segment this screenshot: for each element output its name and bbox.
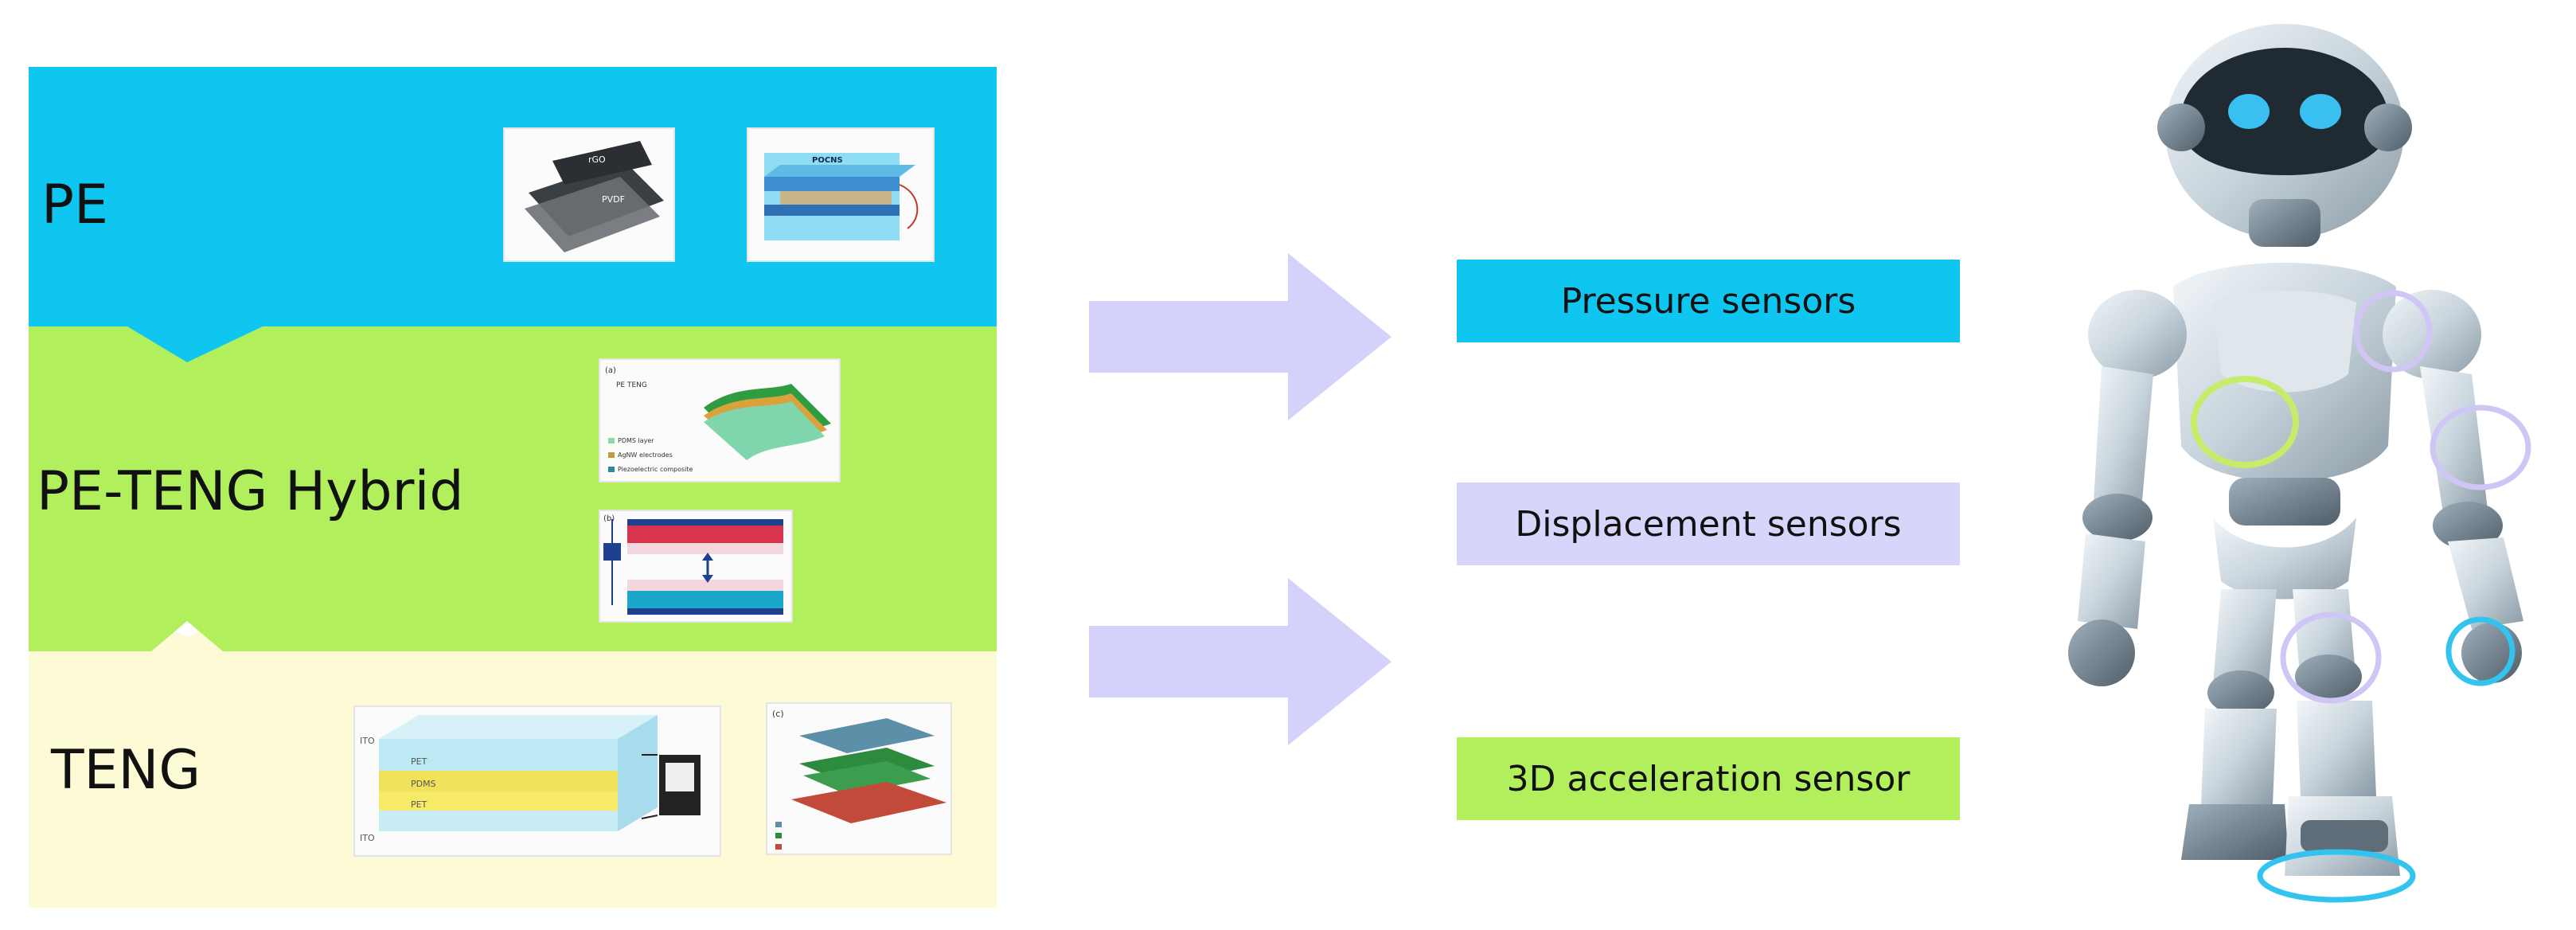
robot-right-leg: [2285, 589, 2400, 876]
sensor-ring-shoulder: [2353, 290, 2433, 373]
sensor-ring-wrist: [2445, 616, 2516, 686]
band-label-pe: PE: [41, 174, 108, 236]
humanoid-robot: [2068, 24, 2531, 903]
pe-device-image-2: POCNS: [747, 127, 935, 262]
hy2-tag: (b): [603, 514, 615, 523]
sensor-ring-chest: [2191, 376, 2299, 468]
sensor-ring-foot: [2257, 849, 2416, 903]
robot-left-arm: [2068, 290, 2187, 686]
robot-right-arm: [2383, 290, 2523, 683]
robot-torso: [2173, 263, 2396, 600]
band-label-teng: TENG: [51, 739, 201, 802]
sensor-label-pressure: Pressure sensors: [1560, 280, 1856, 322]
pe2-label-a: POCNS: [812, 156, 843, 165]
teng-device-image-2: (c): [766, 702, 952, 855]
teng1-layer-1: ITO: [360, 736, 375, 746]
hy1-legend-3: Piezoelectric composite: [618, 466, 693, 473]
pe-device-image-1: rGO PVDF: [503, 127, 675, 262]
sensor-box-pressure: Pressure sensors: [1457, 260, 1960, 342]
band-label-hybrid: PE-TENG Hybrid: [37, 460, 464, 523]
teng2-tag: (c): [772, 709, 784, 719]
sensor-box-acceleration: 3D acceleration sensor: [1457, 737, 1960, 820]
arrow-upper: [1089, 253, 1391, 420]
hy1-title: PE TENG: [616, 381, 647, 389]
hybrid-device-image-2: (b): [599, 510, 793, 623]
arrow-lower: [1089, 578, 1391, 745]
hybrid-device-image-1: (a) PE TENG PDMS layer AgNW electrodes P…: [599, 358, 841, 483]
teng1-layer-3: PDMS: [411, 779, 436, 789]
sensor-ring-elbow: [2430, 404, 2531, 490]
teng1-layer-5: ITO: [360, 833, 375, 843]
sensor-box-displacement: Displacement sensors: [1457, 483, 1960, 565]
sensor-label-acceleration: 3D acceleration sensor: [1506, 758, 1911, 799]
hy1-tag: (a): [605, 366, 616, 375]
pe1-label-b: PVDF: [602, 194, 625, 205]
hy1-legend-2: AgNW electrodes: [618, 451, 673, 459]
teng1-layer-4: PET: [411, 799, 427, 810]
sensor-ring-knee: [2280, 612, 2382, 704]
robot-left-leg: [2181, 589, 2289, 860]
robot-head: [2157, 24, 2412, 247]
pe1-label-a: rGO: [588, 154, 606, 165]
hy1-legend-1: PDMS layer: [618, 437, 654, 444]
teng1-layer-2: PET: [411, 756, 427, 767]
sensor-label-displacement: Displacement sensors: [1515, 503, 1902, 545]
teng-device-image-1: ITO PET PDMS PET ITO: [353, 705, 721, 857]
